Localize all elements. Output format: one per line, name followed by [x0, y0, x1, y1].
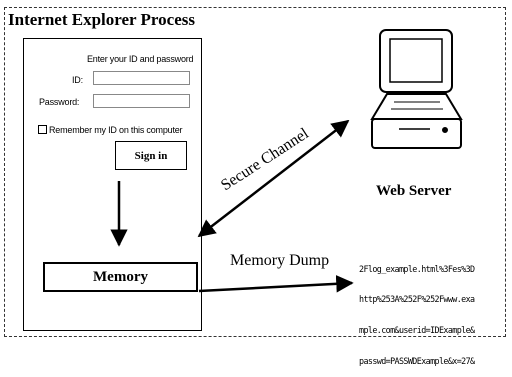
id-label: ID: [72, 75, 83, 85]
computer-icon [370, 29, 463, 149]
dump-line: passwd=PASSWDExample&x=27& [359, 356, 475, 367]
sign-in-button[interactable]: Sign in [115, 141, 187, 170]
memory-box: Memory [43, 262, 198, 292]
password-label: Password: [39, 97, 80, 107]
secure-channel-arrow [197, 119, 350, 238]
id-field[interactable] [93, 71, 190, 85]
password-field[interactable] [93, 94, 190, 108]
remember-label: Remember my ID on this computer [49, 125, 183, 135]
process-title: Internet Explorer Process [8, 10, 195, 29]
web-server-label: Web Server [376, 183, 452, 199]
dump-line: mple.com&userid=IDExample& [359, 325, 475, 336]
memory-dump-arrow [198, 275, 354, 293]
login-heading: Enter your ID and password [87, 54, 194, 64]
diagram-lines [110, 29, 463, 293]
memory-dump-text: 2Flog_example.html%3Fes%3D http%253A%252… [359, 243, 475, 377]
diagram-frame [4, 7, 506, 337]
dump-line: http%253A%252F%252Fwww.exa [359, 294, 475, 305]
remember-checkbox[interactable] [38, 125, 47, 134]
memory-dump-label: Memory Dump [230, 252, 330, 269]
dump-line: 2Flog_example.html%3Fes%3D [359, 263, 475, 274]
